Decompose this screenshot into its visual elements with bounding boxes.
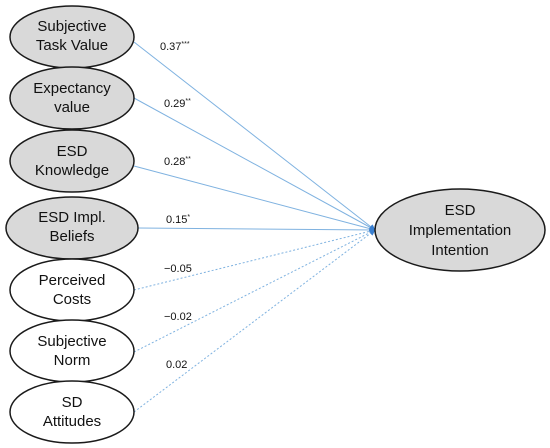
path-perceived-costs [133,228,376,291]
node-ellipse [9,258,135,322]
coefficient-label-sd-attitudes: 0.02 [166,359,187,371]
coefficient-label-subjective-task-value: 0.37*** [160,41,190,53]
outcome-label-line1: ESD [445,202,476,219]
node-ellipse [9,66,135,130]
node-label-line1: Expectancy [33,80,111,97]
path-lines [133,41,376,413]
node-label-line2: Beliefs [49,228,94,245]
node-label-line2: Costs [53,291,91,308]
outcome-label-line2: Implementation [409,222,512,239]
path-subjective-task-value [133,41,376,231]
path-esd-knowledge [133,165,376,232]
node-esd-knowledge: ESD Knowledge [9,129,135,193]
node-label-line1: Subjective [37,18,106,35]
node-perceived-costs: Perceived Costs [9,258,135,322]
outcome-label-line3: Intention [431,242,489,259]
outcome-ellipse [374,188,546,272]
path-subjective-norm [133,229,376,353]
node-label-line1: ESD [57,143,88,160]
node-esd-implementation-intention: ESD Implementation Intention [374,188,546,272]
path-coefficients: 0.37*** 0.29** 0.28** 0.15* −0.05 −0.02 … [160,41,192,371]
coefficient-label-subjective-norm: −0.02 [164,311,192,323]
coefficient-label-expectancy-value: 0.29** [164,98,191,110]
node-label-line2: Attitudes [43,413,101,430]
node-label-line1: ESD Impl. [38,209,106,226]
node-sd-attitudes: SD Attitudes [9,380,135,444]
node-label-line1: SD [62,394,83,411]
coefficient-label-esd-impl-beliefs: 0.15* [166,214,190,226]
node-label-line2: Norm [54,352,91,369]
path-esd-impl-beliefs [137,226,376,233]
node-ellipse [9,319,135,383]
node-esd-impl-beliefs: ESD Impl. Beliefs [5,196,139,260]
node-expectancy-value: Expectancy value [9,66,135,130]
node-label-line1: Subjective [37,333,106,350]
coefficient-label-perceived-costs: −0.05 [164,263,192,275]
node-ellipse [9,380,135,444]
node-subjective-norm: Subjective Norm [9,319,135,383]
node-label-line1: Perceived [39,272,106,289]
node-subjective-task-value: Subjective Task Value [9,5,135,69]
node-ellipse [9,129,135,193]
node-label-line2: Task Value [36,37,108,54]
node-label-line2: Knowledge [35,162,109,179]
predictor-nodes: Subjective Task Value Expectancy value E… [5,5,139,444]
node-label-line2: value [54,99,90,116]
path-expectancy-value [133,97,376,231]
coefficient-label-esd-knowledge: 0.28** [164,156,191,168]
